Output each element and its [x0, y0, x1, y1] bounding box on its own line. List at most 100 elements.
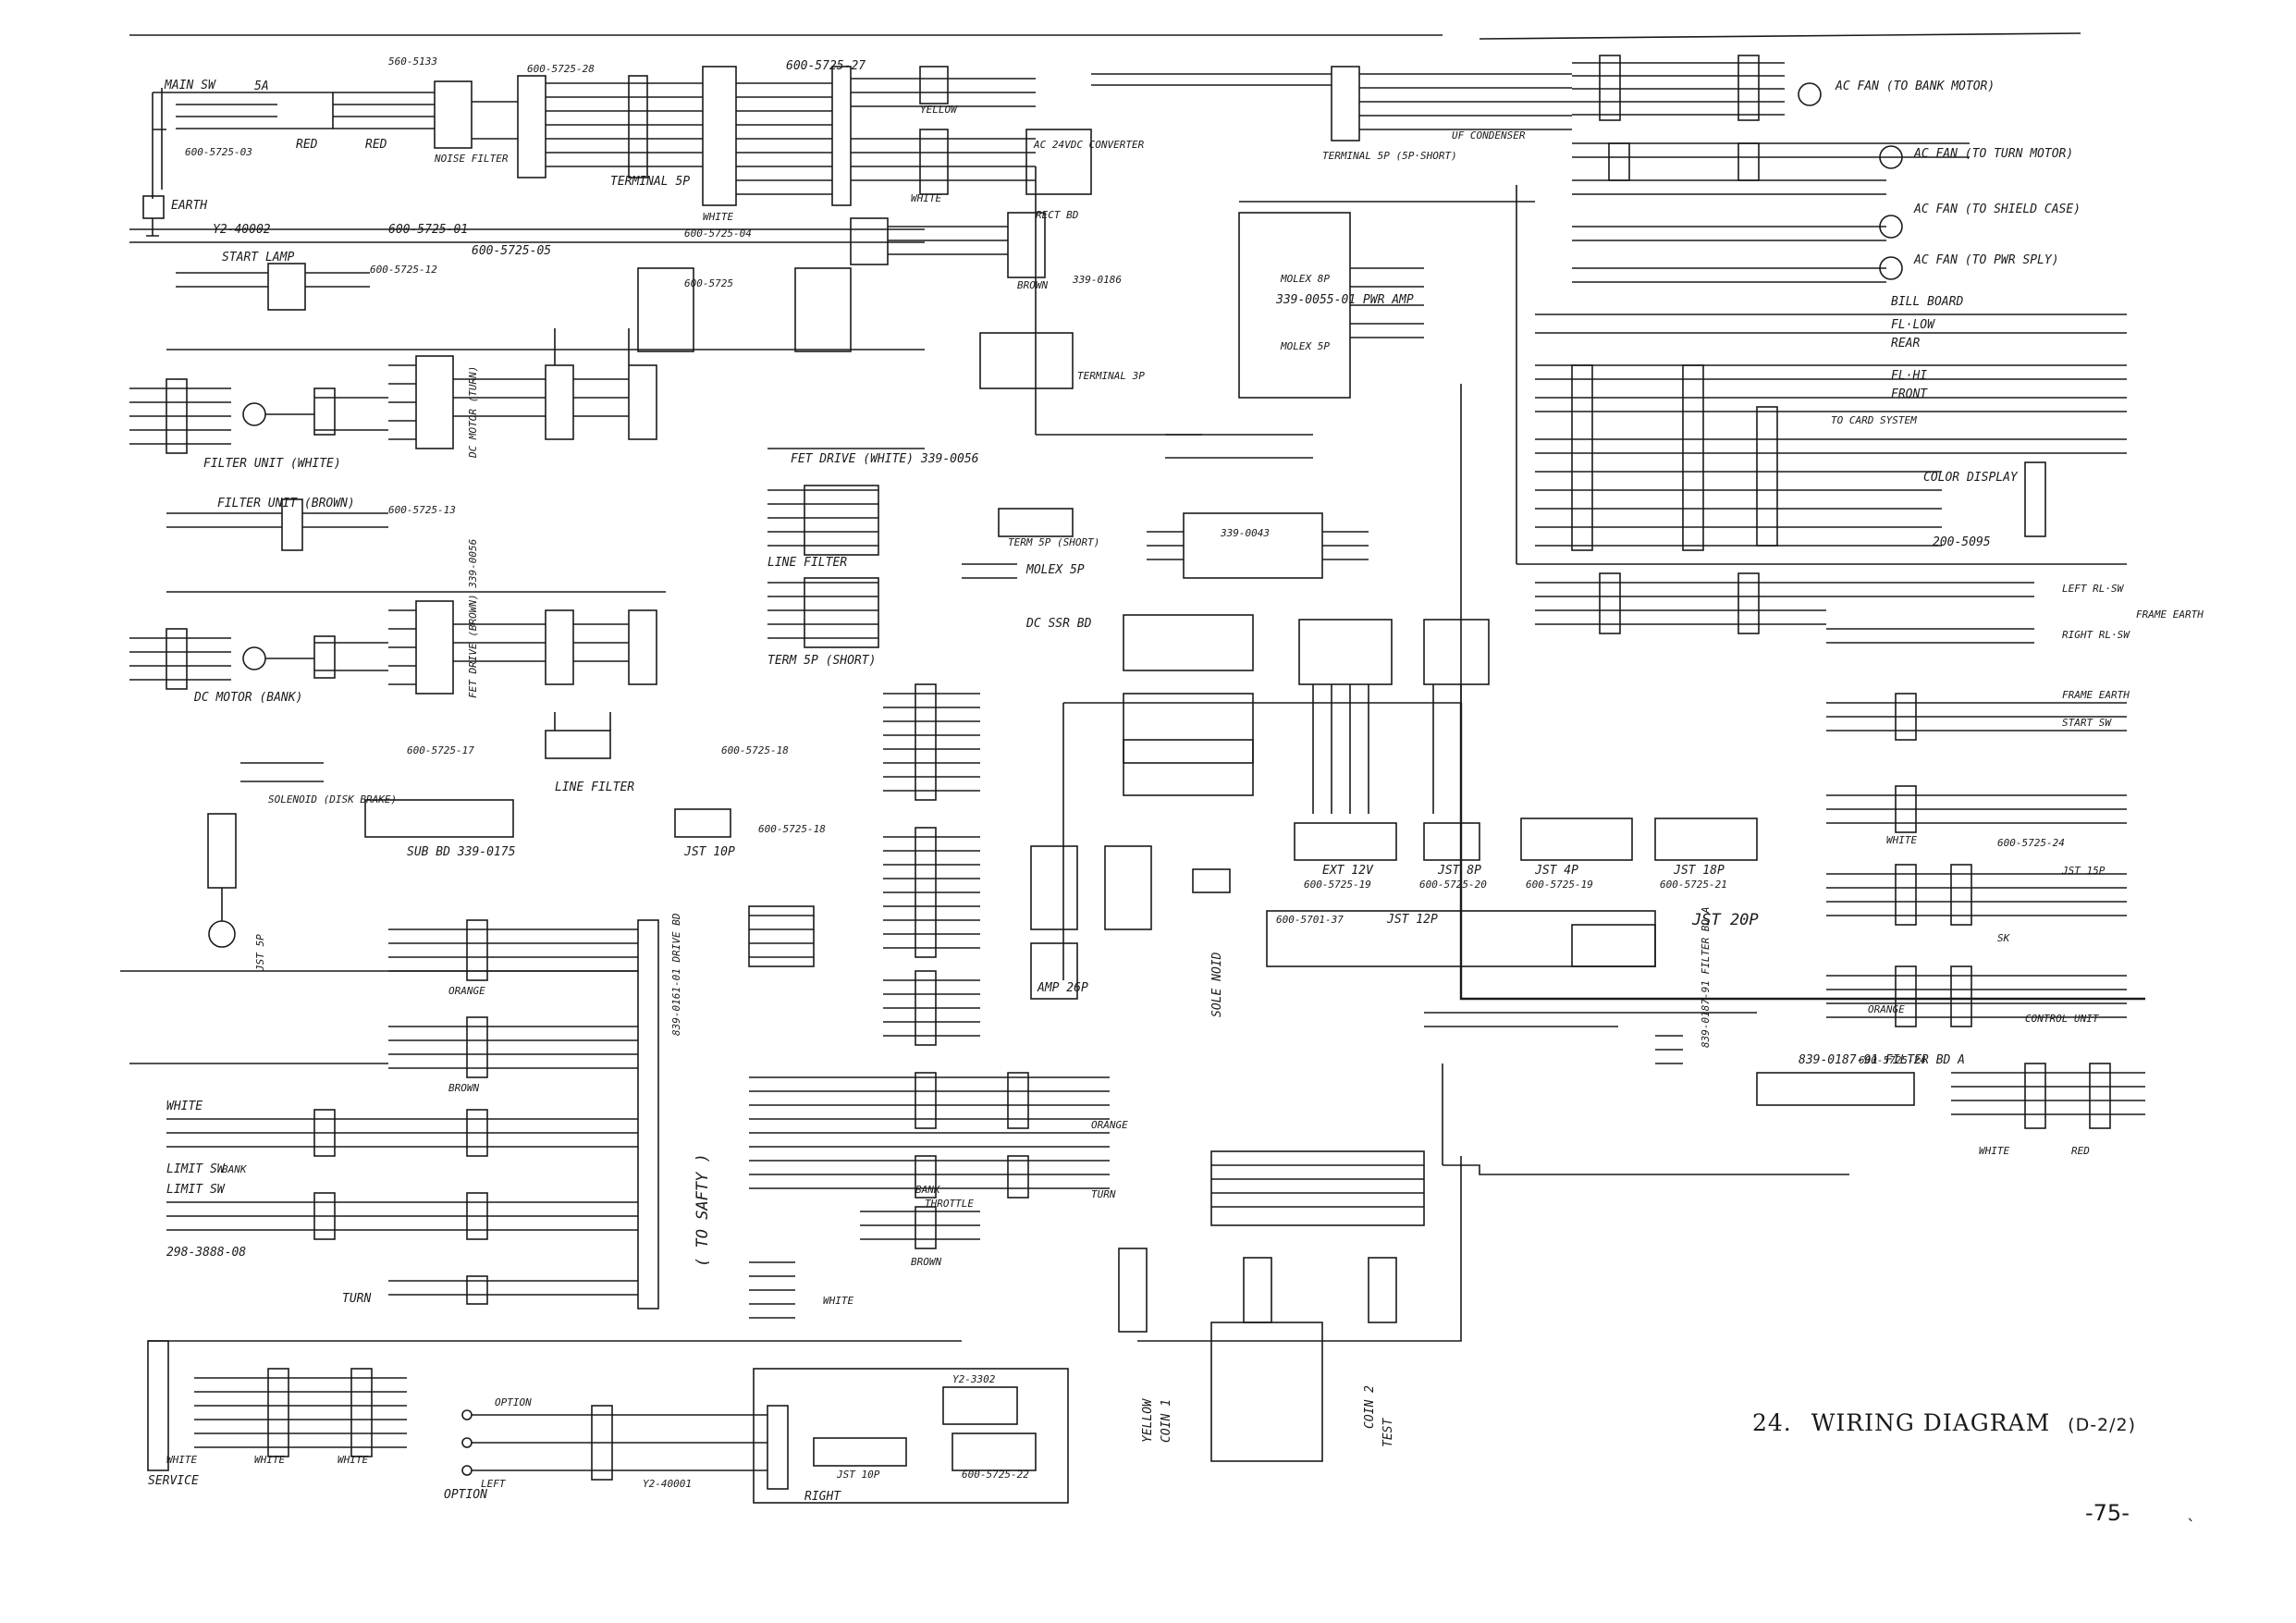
left-rl-sw-label: LEFT RL·SW: [2062, 583, 2125, 595]
pn-27-label: 600-5725-13: [388, 504, 456, 516]
terminal-5p-short-label: TERMINAL 5P (5P·SHORT): [1322, 150, 1457, 162]
main-switch-block: MAIN SW 5A EARTH RED RED NOISE FILTER TE…: [142, 55, 832, 258]
pn-19-label: 600-5725-21: [1660, 879, 1727, 891]
center-connector-column: [883, 683, 980, 1046]
amp-26p-label: 839-0161-01 DRIVE BD: [670, 913, 682, 1036]
white-top-label: WHITE: [911, 192, 941, 204]
jst-10p-label: SUB BD 339-0175: [407, 845, 516, 859]
rear-label: REAR: [1891, 337, 1920, 350]
brown-top-label: BROWN: [1017, 279, 1048, 291]
jst-12p-label: JST 18P: [1673, 864, 1725, 878]
color-display-pn-label: 200-5095: [1933, 535, 1991, 549]
pn-13-label: 600-5725-18: [758, 823, 826, 835]
jst-15p-label: 839-0187-91 FILTER BD A: [1799, 1053, 1965, 1067]
to-safty-label: TURN: [342, 1292, 371, 1306]
orange-turn-label: THROTTLE: [925, 1198, 974, 1210]
drive-bd-connectors: ORANGE BROWN WHITE LIMIT SW BANK LIMIT S…: [129, 913, 712, 1309]
color-display-label: COLOR DISPLAY: [1923, 471, 2019, 485]
ac-fan-4-label: AC FAN (TO PWR SPLY): [1913, 253, 2059, 267]
red-label-1: RED: [296, 138, 318, 152]
limit-sw-2-label: LIMIT SW: [166, 1183, 226, 1197]
dc-motor-turn-label: DC MOTOR (BANK): [193, 691, 302, 705]
dc-ssr-block: TERM 5P (SHORT) MOLEX 5P DC SSR BD 339-0…: [962, 434, 1369, 631]
pn-25-label: 600-5725: [684, 277, 733, 289]
line-filter-2-label: LINE FILTER: [555, 781, 634, 794]
molex-5p-b-label: TERM 5P (SHORT): [1008, 536, 1099, 548]
brown-2-label: ORANGE: [448, 985, 485, 997]
bank-2-label: TURN: [1091, 1188, 1116, 1200]
white-40-label: ORANGE: [1868, 1003, 1905, 1015]
pn-17-label: 600-5725-19: [1304, 879, 1371, 891]
main-sw-label: MAIN SW: [164, 79, 216, 92]
diagram-caption: 24. WIRING DIAGRAM (D-2/2): [1752, 1409, 2136, 1436]
pn-01-label: 600-5725-03: [185, 146, 252, 158]
caption-title: WIRING DIAGRAM: [1811, 1409, 2051, 1436]
pn-20-label: 600-5701-37: [1276, 914, 1344, 926]
term-short-2-label: TERM 5P (SHORT): [767, 654, 876, 668]
uf-condenser-label: UF CONDENSER: [1452, 129, 1526, 141]
filter-unit-white-label: FILTER UNIT (BROWN): [217, 497, 355, 510]
turn-2-label: ORANGE: [1091, 1119, 1128, 1131]
frame-earth-label: FRAME EARTH: [2136, 609, 2204, 621]
pn-37-label: 600-5725-24: [1997, 837, 2065, 849]
caption-number: 24.: [1752, 1409, 1792, 1436]
white-42-label: RED: [2071, 1145, 2090, 1157]
dc-ssr-bd-label: MOLEX 5P: [1025, 563, 1085, 577]
turn-label: 298-3888-08: [166, 1246, 246, 1260]
option-right-label: OPTION: [444, 1488, 487, 1502]
noise-filter-label: NOISE FILTER: [434, 153, 509, 165]
fl-low-label: FL·LOW: [1891, 318, 1935, 332]
rect-bd-pn-label: 339-0186: [1072, 274, 1122, 286]
pn-21-label: 600-5725-24: [1859, 1054, 1926, 1066]
bus-line-3: [1062, 702, 1461, 980]
bank-label: LIMIT SW: [166, 1162, 226, 1176]
caption-sheet: (D-2/2): [2068, 1415, 2137, 1435]
pwr-amp-label: 339-0055-01 PWR AMP: [1275, 293, 1414, 307]
option-left-label: SERVICE: [148, 1474, 199, 1488]
sole-noid-block: AMP 26P SOLE NOID: [1030, 845, 1231, 1017]
solenoid-label: JST 5P: [254, 934, 266, 972]
jst-15p-block: 839-0187-91 FILTER BD A 600-5725-24 WHIT…: [1756, 1053, 2145, 1157]
control-unit-block: JST 15P SK CONTROL UNIT ORANGE WHITE 600…: [1535, 572, 2204, 1027]
vertical-pin-blocks: [1123, 614, 1490, 814]
pn-18-label: 600-5725-20: [1419, 879, 1487, 891]
white-43-label: WHITE: [254, 1454, 285, 1466]
bus-line-4: [1459, 703, 2145, 1001]
ac-fan-3-label: AC FAN (TO SHIELD CASE): [1913, 203, 2081, 216]
sk-left-label: JST 15P: [2061, 865, 2106, 877]
fet-drive-1-label: DC MOTOR (TURN): [467, 366, 479, 459]
pn-03-label: 560-5133: [388, 55, 437, 68]
rect-bd-label: RECT BD: [1036, 209, 1079, 221]
white-44-label: WHITE: [166, 1454, 197, 1466]
to-card-label: TO CARD SYSTEM: [1831, 414, 1917, 426]
pn-24-label: WHITE: [823, 1295, 853, 1307]
right-rl-sw-label: RIGHT RL·SW: [2062, 629, 2130, 641]
line-filter-block: 600-5725 FET DRIVE (WHITE) 339-0056 LINE…: [545, 267, 979, 794]
filter-bd-b-label: RIGHT: [804, 1490, 841, 1504]
sole-noid-label: AMP 26P: [1037, 981, 1088, 995]
filter-bd-a-label: JST 20P: [1691, 911, 1759, 929]
dc-ssr-pn-label: DC SSR BD: [1025, 617, 1092, 631]
jst-8p-sub-label: 339-0043: [1220, 527, 1270, 539]
terminal-5p-label: TERMINAL 5P: [610, 175, 690, 189]
coin-2-label: COIN 1: [1160, 1399, 1173, 1443]
orange-1-label: SOLENOID (DISK BRAKE): [268, 793, 397, 805]
pn-22-label: Y2-40001: [643, 1478, 692, 1490]
pn-11-label: 600-5725-17: [407, 744, 474, 756]
fl-hi-label: FL·HI: [1891, 369, 1927, 383]
converter-label: AC 24VDC CONVERTER: [1033, 139, 1145, 151]
red-39-label: WHITE: [1886, 834, 1917, 846]
bus-line-6: [1035, 166, 1202, 436]
drive-bd-label: ( TO SAFTY ): [694, 1153, 712, 1267]
ac-fan-1-label: AC FAN (TO BANK MOTOR): [1835, 80, 1995, 93]
jst-18p-label: JST 4P: [1534, 864, 1578, 878]
pn-04-label: 600-5725-28: [527, 63, 595, 75]
service-label: TEST: [1381, 1418, 1395, 1447]
throttle-label: CONTROL UNIT: [2025, 1013, 2100, 1025]
pn-33-label: 600-5725-27: [786, 59, 866, 73]
option-left-block: WHITE WHITE WHITE SERVICE: [147, 1340, 962, 1488]
jst-20p-label: JST 12P: [1386, 913, 1438, 927]
filter-unit-brown-label: START LAMP: [222, 251, 294, 264]
dc-motor-turn-block: FILTER UNIT (BROWN) 600-5725-13 DC MOTOR…: [129, 497, 666, 705]
